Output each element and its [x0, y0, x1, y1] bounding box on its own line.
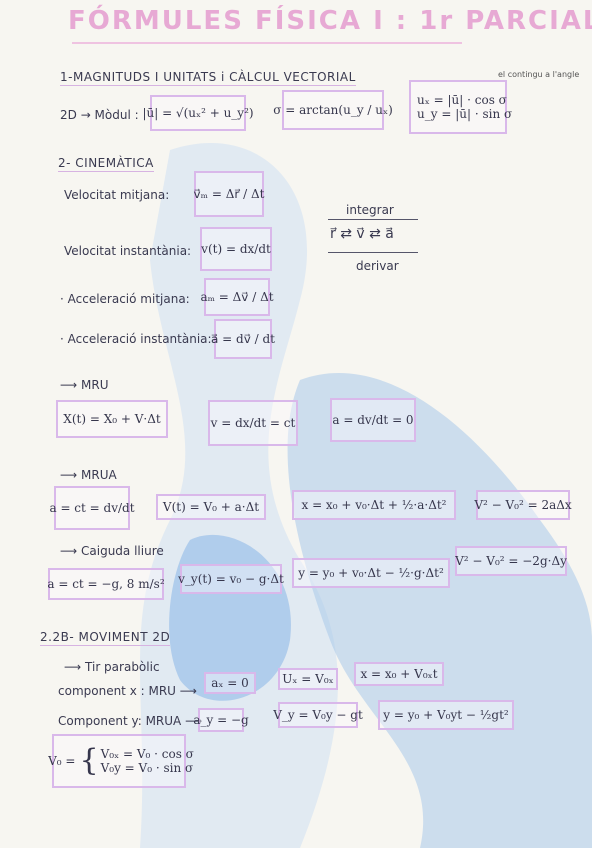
- angle-formula-box: σ = arctan(u_y / uₓ): [273, 90, 393, 130]
- mru-position-box: X(t) = X₀ + V·Δt: [56, 400, 168, 438]
- brace-icon: {: [79, 743, 99, 778]
- ai-formula-box: a⃗ = dv⃗ / dt: [211, 319, 275, 359]
- caiguda-heading: ⟶ Caiguda lliure: [60, 544, 164, 558]
- ux-formula: uₓ = |ū| · cos σ: [417, 93, 507, 107]
- ay-formula-box: a_y = −g: [193, 708, 249, 732]
- modul-label: 2D → Mòdul :: [60, 108, 139, 122]
- mru-acceleration-box: a = dv/dt = 0: [330, 398, 416, 442]
- mrua-velocity-box: V(t) = V₀ + a·Δt: [156, 494, 266, 520]
- v0-components: V₀ₓ = V₀ · cos σ V₀y = V₀ · sin σ: [101, 747, 194, 775]
- am-formula-box: aₘ = Δv⃗ / Δt: [200, 278, 274, 316]
- caiguda-acceleration-box: a = ct = −g, 8 m/s²: [47, 568, 165, 600]
- mrua-acceleration-box: a = ct = dv/dt: [49, 486, 135, 530]
- mru-heading: ⟶ MRU: [60, 378, 109, 392]
- section-2-heading: 2- CINEMÀTICA: [58, 156, 154, 172]
- ax-formula-box: aₓ = 0: [204, 672, 256, 694]
- section-1-heading: 1-MAGNITUDS I UNITATS i CÀLCUL VECTORIAL: [60, 70, 356, 86]
- vy-formula-box: V_y = V₀y − gt: [273, 702, 363, 728]
- am-label: · Acceleració mitjana:: [60, 292, 190, 306]
- y-formula-box: y = y₀ + V₀yt − ½gt²: [378, 700, 514, 730]
- vm-label: Velocitat mitjana:: [64, 188, 170, 202]
- v0-label: V₀ =: [48, 754, 76, 768]
- v0y-formula: V₀y = V₀ · sin σ: [100, 761, 194, 775]
- mrua-torricelli-box: V² − V₀² = 2aΔx: [474, 490, 572, 520]
- mrua-heading: ⟶ MRUA: [60, 468, 117, 482]
- vx-formula-box: Uₓ = V₀ₓ: [278, 668, 338, 690]
- ai-label: · Acceleració instantània:: [60, 332, 212, 346]
- v0-components-box: V₀ = { V₀ₓ = V₀ · cos σ V₀y = V₀ · sin σ: [48, 734, 194, 788]
- mru-velocity-box: v = dx/dt = ct: [208, 400, 298, 446]
- section-2-2b-heading: 2.2B- MOVIMENT 2D: [40, 630, 171, 646]
- caiguda-position-box: y = y₀ + v₀·Δt − ½·g·Δt²: [292, 558, 450, 588]
- component-y-label: Component y: MRUA ⟶: [58, 714, 203, 728]
- vi-label: Velocitat instantània:: [64, 244, 192, 258]
- derivar-arrow: [328, 252, 418, 253]
- derivation-chain: r⃗ ⇄ v⃗ ⇄ a⃗: [330, 226, 394, 242]
- caiguda-torricelli-box: V² − V₀² = −2g·Δy: [455, 546, 567, 576]
- caiguda-velocity-box: v_y(t) = v₀ − g·Δt: [178, 564, 284, 594]
- mrua-position-box: x = x₀ + v₀·Δt + ½·a·Δt²: [292, 490, 456, 520]
- components-formula-box: uₓ = |ū| · cos σ u_y = |ū| · sin σ: [409, 80, 512, 134]
- vm-formula-box: v⃗ₘ = Δr⃗ / Δt: [194, 171, 264, 217]
- modul-formula-box: |ū| = √(uₓ² + u_y²): [142, 95, 254, 131]
- x-formula-box: x = x₀ + V₀ₓt: [354, 662, 444, 686]
- side-note: el contingu a l'angle: [498, 70, 580, 79]
- page-title: FÓRMULES FÍSICA I : 1r PARCIAL: [68, 6, 592, 36]
- integrar-arrow: [328, 219, 418, 220]
- v0x-formula: V₀ₓ = V₀ · cos σ: [100, 747, 194, 761]
- uy-formula: u_y = |ū| · sin σ: [417, 107, 513, 121]
- derivar-label: derivar: [356, 259, 399, 273]
- vi-formula-box: v(t) = dx/dt: [200, 227, 272, 271]
- integrar-label: integrar: [346, 203, 394, 217]
- title-underline: [72, 42, 462, 44]
- component-x-label: component x : MRU ⟶: [58, 684, 197, 698]
- tir-parabolic-label: ⟶ Tir parabòlic: [64, 660, 160, 674]
